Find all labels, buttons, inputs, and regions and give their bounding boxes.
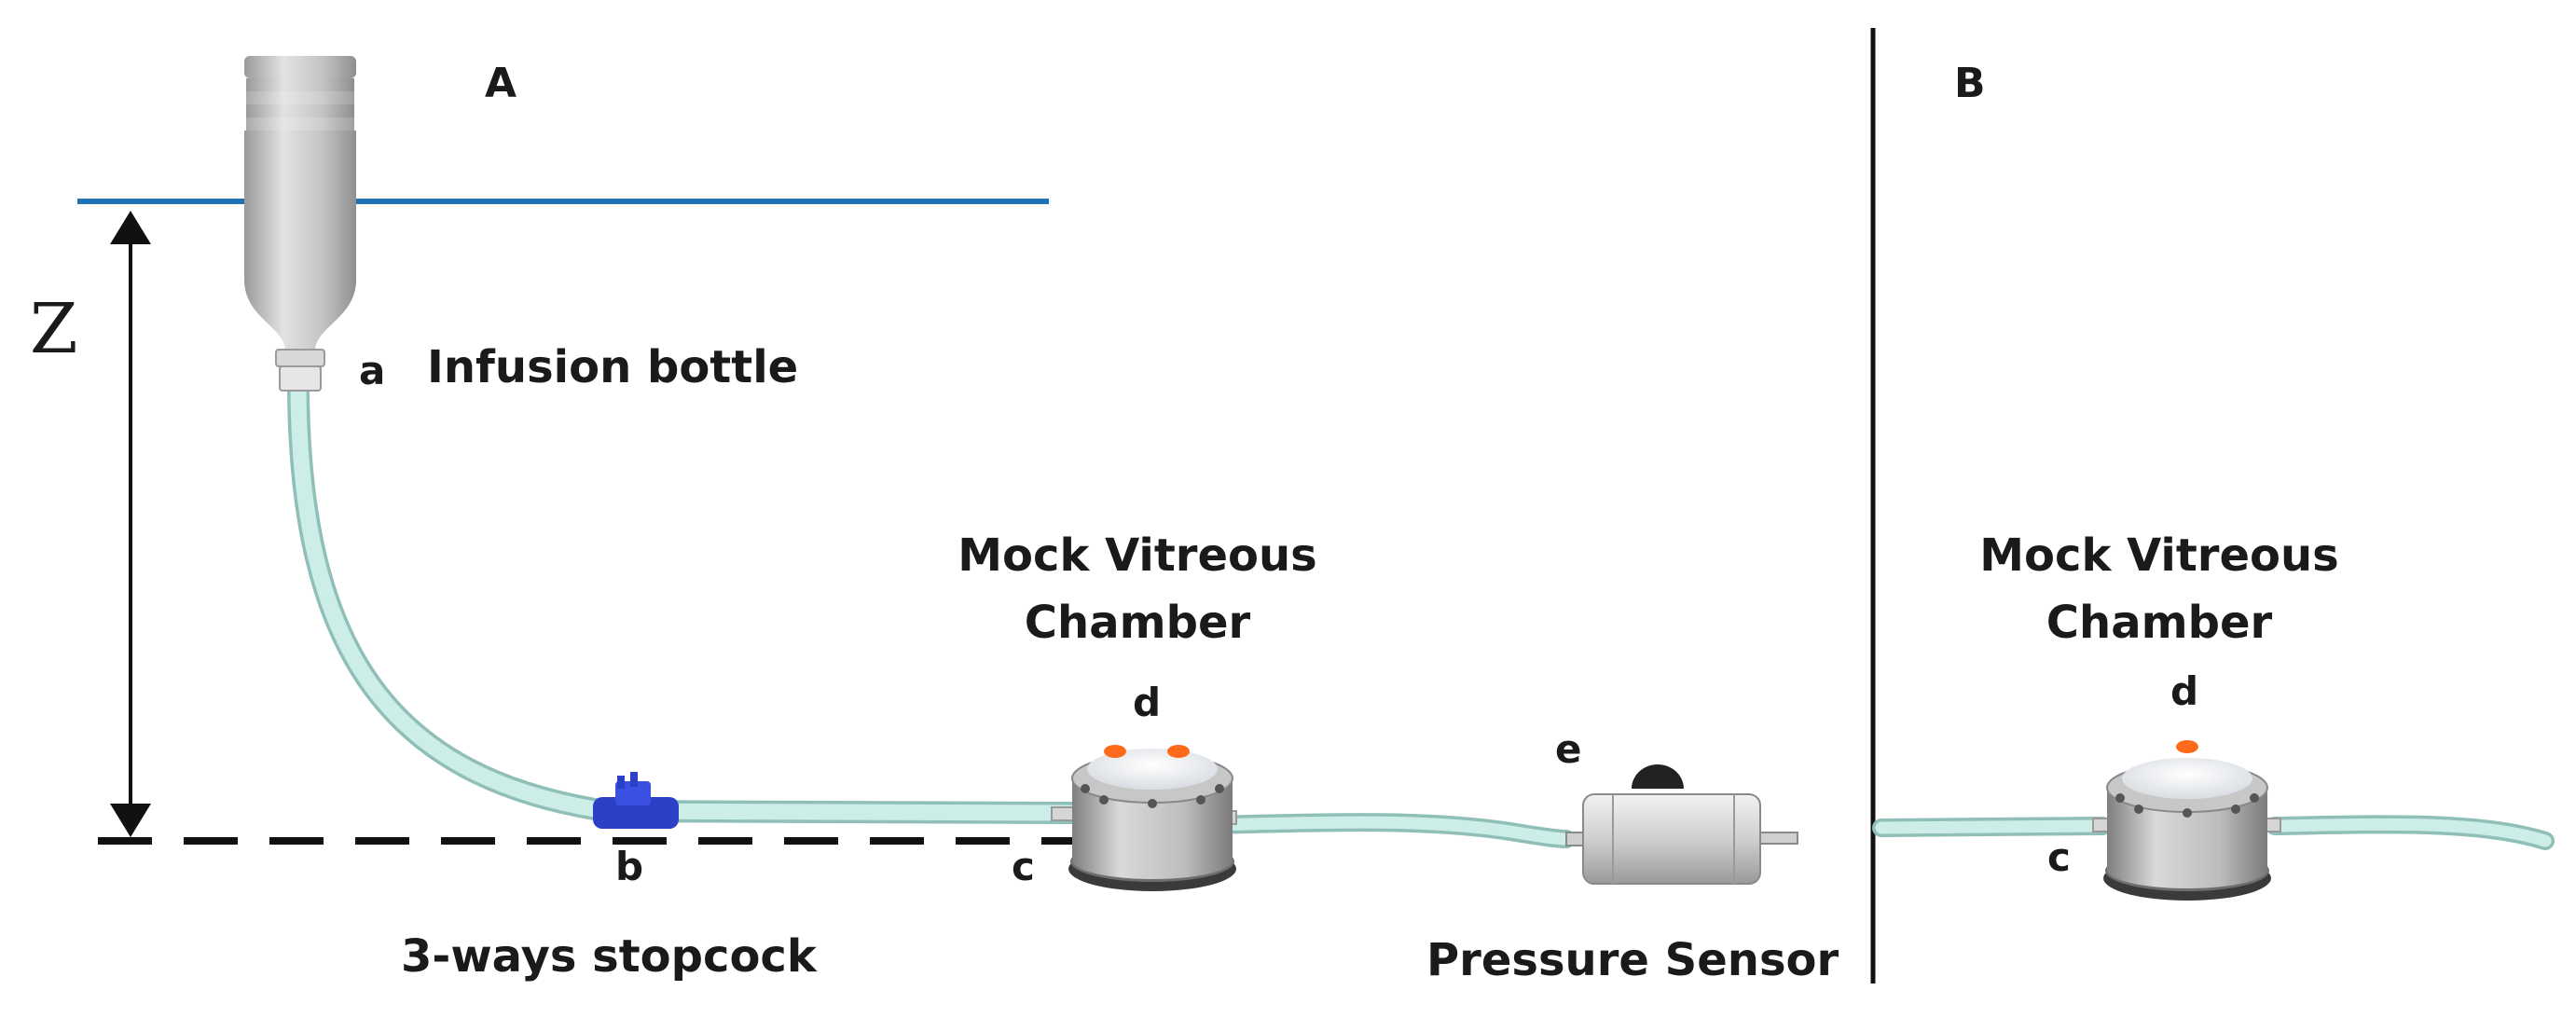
chamber-a-title-line2: Chamber bbox=[1025, 597, 1251, 649]
point-d-b-label: d bbox=[2170, 668, 2198, 714]
pressure-sensor-label: Pressure Sensor bbox=[1426, 934, 1839, 986]
chamber-b-title-line1: Mock Vitreous bbox=[1979, 530, 2338, 582]
point-b-label: b bbox=[615, 844, 643, 889]
point-a-label: a bbox=[359, 348, 385, 393]
stopcock-icon bbox=[593, 772, 679, 829]
port-a-right bbox=[1167, 745, 1190, 758]
point-c-b-label: c bbox=[2047, 834, 2071, 880]
point-d-a-label: d bbox=[1133, 680, 1161, 725]
vitreous-chamber-a bbox=[1051, 745, 1237, 891]
chamber-a-title-line1: Mock Vitreous bbox=[957, 530, 1316, 582]
point-c-a-label: c bbox=[1012, 844, 1035, 889]
z-height-label: Z bbox=[30, 289, 77, 369]
infusion-bottle bbox=[244, 56, 356, 392]
panel-b-label: B bbox=[1954, 60, 1986, 107]
port-b-center bbox=[2176, 740, 2198, 753]
chamber-b-title-line2: Chamber bbox=[2046, 597, 2273, 649]
height-arrow bbox=[110, 211, 151, 837]
pressure-sensor bbox=[1565, 764, 1798, 885]
vitreous-chamber-b bbox=[2092, 740, 2281, 901]
port-a-left bbox=[1104, 745, 1126, 758]
panel-a-label: A bbox=[485, 60, 517, 107]
infusion-bottle-label: Infusion bottle bbox=[427, 341, 798, 393]
stopcock-label: 3-ways stopcock bbox=[401, 930, 818, 983]
infusion-tube bbox=[287, 371, 1083, 824]
point-e-label: e bbox=[1555, 726, 1582, 772]
